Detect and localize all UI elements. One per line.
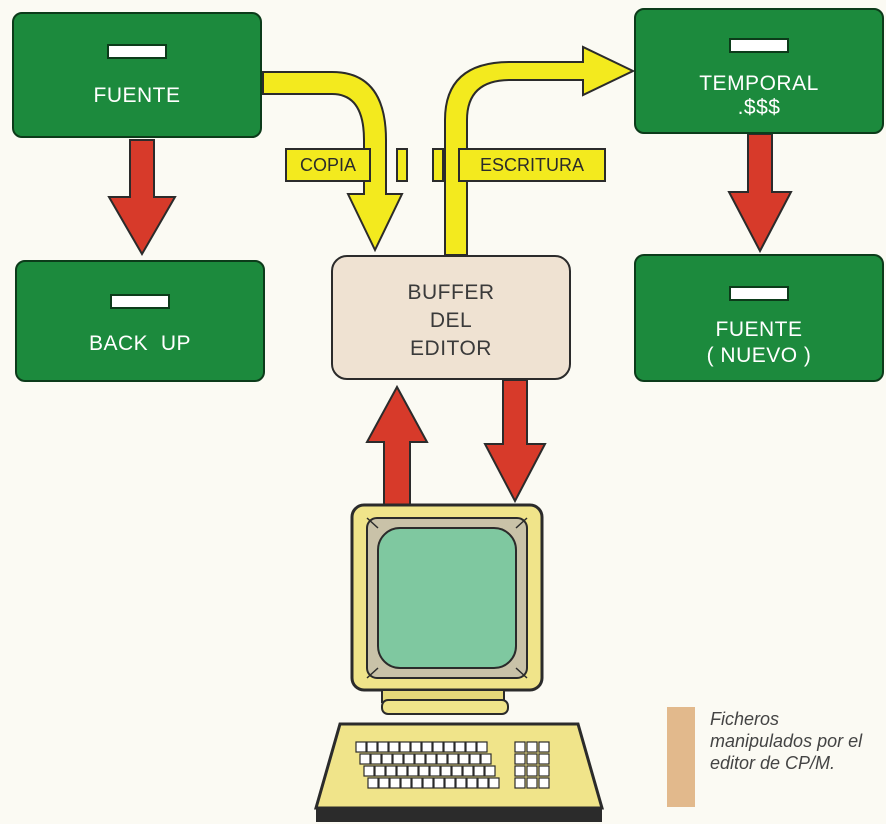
numpad-keys (514, 741, 550, 789)
key-icon (396, 765, 408, 777)
key-icon (454, 741, 466, 753)
escritura-arrow (444, 45, 636, 256)
key-icon (436, 753, 448, 765)
key-icon (538, 741, 550, 753)
key-icon (433, 777, 445, 789)
key-icon (418, 765, 430, 777)
file-slot-icon (110, 294, 170, 309)
file-slot-icon (729, 38, 789, 53)
key-icon (455, 777, 467, 789)
copia-arrow (262, 71, 404, 253)
key-icon (400, 777, 412, 789)
fuente-nuevo-file-box: FUENTE ( NUEVO ) (634, 254, 884, 382)
fuente-label: FUENTE (93, 84, 181, 107)
key-icon (443, 741, 455, 753)
key-icon (477, 777, 489, 789)
key-icon (359, 753, 371, 765)
key-icon (514, 777, 526, 789)
legend-swatch (667, 707, 695, 807)
fuente-nuevo-label-line2: ( NUEVO ) (706, 344, 812, 367)
key-icon (378, 777, 390, 789)
temporal-to-nuevo-arrow (727, 133, 793, 254)
key-icon (526, 753, 538, 765)
key-icon (432, 741, 444, 753)
buffer-to-computer-arrow (483, 379, 547, 504)
key-icon (389, 777, 401, 789)
buffer-label-line1: BUFFER (407, 281, 495, 304)
key-icon (381, 753, 393, 765)
key-icon (399, 741, 411, 753)
key-icon (374, 765, 386, 777)
key-icon (425, 753, 437, 765)
temporal-label-line1: TEMPORAL (699, 72, 819, 95)
key-icon (526, 765, 538, 777)
buffer-label-line2: DEL (429, 309, 473, 332)
key-icon (469, 753, 481, 765)
key-icon (451, 765, 463, 777)
key-icon (514, 753, 526, 765)
key-icon (355, 741, 367, 753)
key-icon (366, 741, 378, 753)
key-icon (403, 753, 415, 765)
file-slot-icon (107, 44, 167, 59)
key-icon (458, 753, 470, 765)
key-icon (414, 753, 426, 765)
escritura-label-tab (432, 148, 444, 182)
fuente-file-box: FUENTE (12, 12, 262, 138)
escritura-label: ESCRITURA (458, 148, 606, 182)
key-icon (484, 765, 496, 777)
key-icon (440, 765, 452, 777)
backup-label: BACK UP (88, 332, 192, 355)
copia-label-tab (396, 148, 408, 182)
key-icon (367, 777, 379, 789)
computer-to-buffer-arrow (365, 384, 429, 506)
key-icon (407, 765, 419, 777)
buffer-del-editor-box: BUFFER DEL EDITOR (331, 255, 571, 380)
temporal-file-box: TEMPORAL .$$$ (634, 8, 884, 134)
key-icon (526, 741, 538, 753)
legend-text: Ficheros manipulados por el editor de CP… (710, 709, 863, 773)
copia-label: COPIA (285, 148, 371, 182)
key-icon (447, 753, 459, 765)
file-slot-icon (729, 286, 789, 301)
key-icon (411, 777, 423, 789)
key-icon (538, 777, 550, 789)
keyboard-keys (355, 741, 500, 789)
key-icon (480, 753, 492, 765)
key-icon (363, 765, 375, 777)
key-icon (514, 765, 526, 777)
backup-file-box: BACK UP (15, 260, 265, 382)
key-icon (410, 741, 422, 753)
key-icon (444, 777, 456, 789)
key-icon (370, 753, 382, 765)
buffer-label-line3: EDITOR (410, 337, 492, 360)
computer-icon (314, 503, 604, 822)
key-icon (473, 765, 485, 777)
key-icon (421, 741, 433, 753)
key-icon (476, 741, 488, 753)
key-icon (422, 777, 434, 789)
key-icon (466, 777, 478, 789)
key-icon (392, 753, 404, 765)
fuente-to-backup-arrow (107, 139, 177, 256)
fuente-nuevo-label-line1: FUENTE (715, 318, 803, 341)
key-icon (385, 765, 397, 777)
key-icon (514, 741, 526, 753)
key-icon (377, 741, 389, 753)
key-icon (462, 765, 474, 777)
key-icon (526, 777, 538, 789)
key-icon (488, 777, 500, 789)
key-icon (465, 741, 477, 753)
key-icon (388, 741, 400, 753)
key-icon (429, 765, 441, 777)
temporal-label-line2: .$$$ (737, 96, 781, 119)
key-icon (538, 765, 550, 777)
key-icon (538, 753, 550, 765)
